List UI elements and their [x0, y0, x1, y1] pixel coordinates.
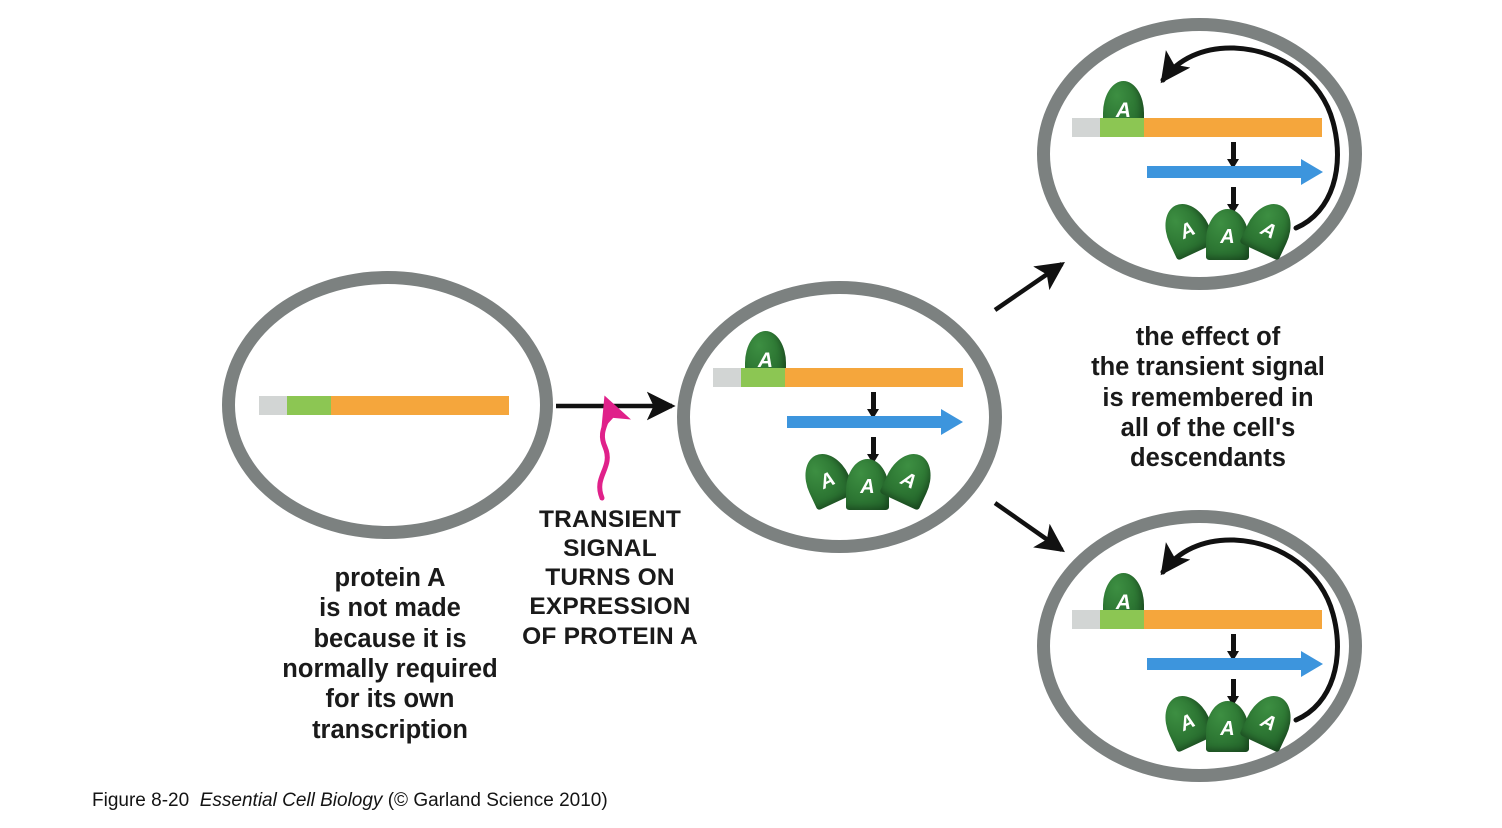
branch-arrow-down: [993, 501, 1065, 553]
dna-promoter-segment: [287, 396, 331, 415]
dna-noncoding-segment: [1072, 118, 1100, 137]
daughter-top-dna: [1072, 118, 1322, 137]
caption-line: normally required: [282, 655, 498, 684]
dna-noncoding-segment: [713, 368, 741, 387]
daughter-bottom-dna: [1072, 610, 1322, 629]
dna-promoter-segment: [1100, 118, 1144, 137]
translation-step-arrow-daughter-bottom: [1226, 679, 1240, 706]
dna-noncoding-segment: [259, 396, 287, 415]
figure-source-caption: Figure 8-20 Essential Cell Biology (© Ga…: [92, 790, 608, 812]
dna-promoter-segment: [1100, 610, 1144, 629]
translation-step-arrow-induced: [866, 437, 880, 464]
caption-line: the effect of: [1135, 323, 1281, 351]
caption-line: EXPRESSION: [529, 593, 691, 621]
caption-line: TRANSIENT: [539, 506, 681, 533]
off-state-caption: protein A is not made because it is norm…: [245, 563, 535, 745]
free-protein-a-2-daughter-bottom: A: [1206, 701, 1249, 752]
caption-line: for its own: [325, 685, 455, 714]
descendants-caption: the effect of the transient signal is re…: [1058, 322, 1358, 474]
caption-line: because it is: [313, 624, 467, 653]
caption-line: is remembered in: [1102, 383, 1314, 412]
transient-signal-caption: TRANSIENT SIGNAL TURNS ON EXPRESSION OF …: [512, 505, 708, 651]
dna-gene-segment: [1144, 610, 1322, 629]
transcription-step-arrow-induced: [866, 392, 880, 419]
figure-number: Figure 8-20: [92, 790, 190, 811]
figure-book-title: Essential Cell Biology: [199, 790, 383, 811]
dna-promoter-segment: [741, 368, 785, 387]
off-state-dna: [259, 396, 509, 415]
caption-line: is not made: [319, 594, 461, 623]
caption-line: TURNS ON: [545, 564, 675, 592]
transcription-step-arrow-daughter-bottom: [1226, 634, 1240, 661]
free-protein-a-2-induced: A: [846, 459, 889, 510]
caption-line: all of the cell's: [1120, 414, 1296, 443]
caption-line: descendants: [1130, 444, 1286, 473]
caption-line: transcription: [312, 715, 468, 744]
induced-dna: [713, 368, 963, 387]
caption-line: the transient signal: [1091, 353, 1325, 382]
caption-line: protein A: [334, 564, 446, 592]
transcription-step-arrow-daughter-top: [1226, 142, 1240, 169]
transcript-arrow-daughter-bottom: [1147, 651, 1323, 677]
branch-arrow-up: [993, 261, 1065, 312]
caption-line: SIGNAL: [563, 535, 657, 563]
dna-noncoding-segment: [1072, 610, 1100, 629]
transient-signal-arrow: [597, 395, 631, 501]
dna-gene-segment: [1144, 118, 1322, 137]
translation-step-arrow-daughter-top: [1226, 187, 1240, 214]
figure-credit: (© Garland Science 2010): [387, 790, 608, 811]
transcript-arrow-daughter-top: [1147, 159, 1323, 185]
dna-gene-segment: [785, 368, 963, 387]
transcript-arrow-induced: [787, 409, 963, 435]
caption-line: OF PROTEIN A: [522, 622, 698, 650]
dna-gene-segment: [331, 396, 509, 415]
